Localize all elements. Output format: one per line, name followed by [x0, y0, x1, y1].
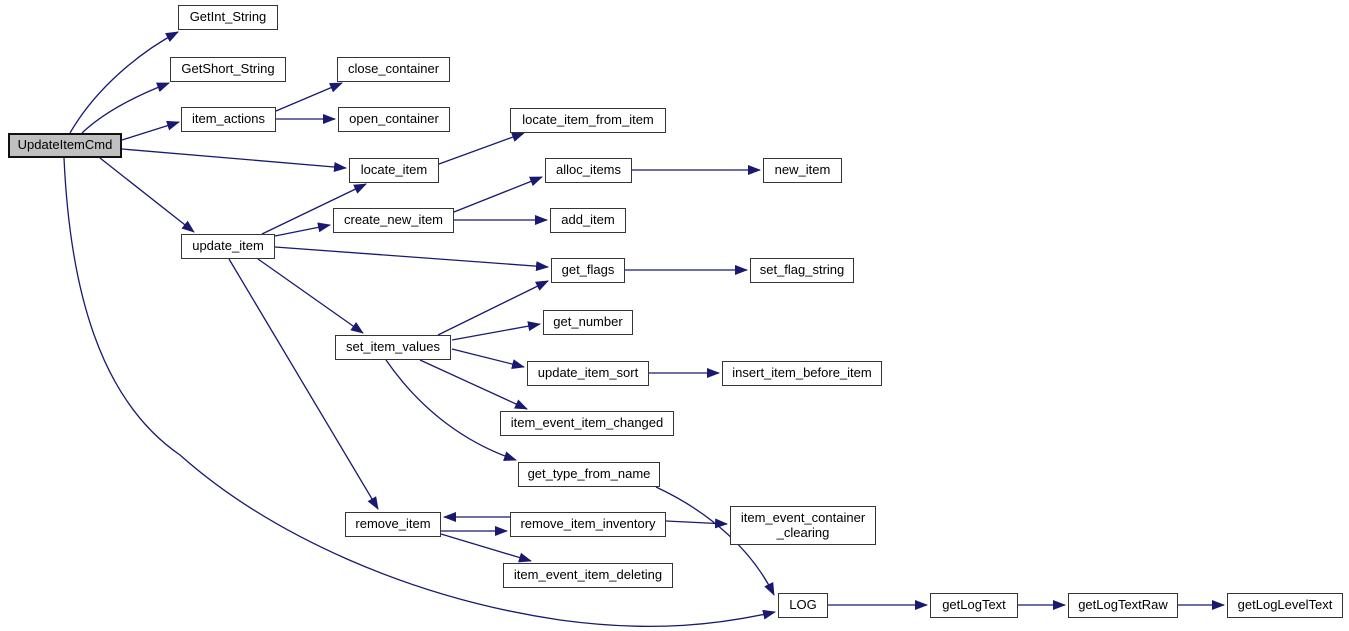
- edge-updateitemcmd-to-log: [63, 157, 776, 628]
- edge-get-type-from-name-to-log: [655, 486, 775, 596]
- edge-updateitemcmd-to-getint-string: [69, 31, 179, 134]
- edge-set-item-values-to-get-type-from-name: [385, 359, 517, 461]
- edge-create-new-item-to-alloc-items: [453, 176, 543, 213]
- node-getshort-string[interactable]: GetShort_String: [170, 57, 286, 82]
- node-remove-item[interactable]: remove_item: [345, 512, 441, 537]
- node-locate-item-from-item[interactable]: locate_item_from_item: [510, 108, 666, 133]
- node-item-event-container-clearing[interactable]: item_event_container _clearing: [730, 506, 876, 545]
- node-locate-item[interactable]: locate_item: [349, 158, 439, 183]
- node-item-actions[interactable]: item_actions: [181, 107, 276, 132]
- node-get-number[interactable]: get_number: [543, 310, 633, 335]
- edge-updateitemcmd-to-item-actions: [121, 120, 180, 141]
- node-alloc-items[interactable]: alloc_items: [545, 158, 632, 183]
- node-getint-string[interactable]: GetInt_String: [178, 5, 278, 30]
- edge-updateitemcmd-to-getshort-string: [81, 82, 170, 134]
- edge-set-item-values-to-item-event-item-changed: [419, 359, 528, 410]
- edge-set-item-values-to-get-number: [451, 321, 541, 341]
- node-remove-item-inventory[interactable]: remove_item_inventory: [510, 512, 666, 537]
- node-item-event-item-changed[interactable]: item_event_item_changed: [500, 411, 674, 436]
- node-updateitemcmd: UpdateItemCmd: [8, 133, 122, 158]
- edge-update-item-to-get-flags: [274, 246, 549, 272]
- node-create-new-item[interactable]: create_new_item: [333, 208, 454, 233]
- edge-set-item-values-to-update-item-sort: [451, 348, 525, 369]
- edge-remove-item-inventory-to-item-event-container-clearing: [665, 518, 728, 529]
- node-log[interactable]: LOG: [778, 593, 828, 618]
- node-getlogtextraw[interactable]: getLogTextRaw: [1068, 593, 1178, 618]
- node-update-item-sort[interactable]: update_item_sort: [527, 361, 649, 386]
- node-getlogtext[interactable]: getLogText: [930, 593, 1018, 618]
- edge-updateitemcmd-to-update-item: [99, 157, 195, 233]
- edge-locate-item-to-locate-item-from-item: [438, 132, 525, 165]
- edge-update-item-to-set-item-values: [257, 258, 364, 334]
- node-get-flags[interactable]: get_flags: [551, 258, 625, 283]
- node-update-item[interactable]: update_item: [181, 234, 275, 259]
- edge-item-actions-to-close-container: [275, 82, 343, 112]
- edge-set-item-values-to-get-flags: [437, 280, 549, 336]
- edge-update-item-to-remove-item: [228, 258, 379, 510]
- node-open-container[interactable]: open_container: [338, 107, 450, 132]
- node-item-event-item-deleting[interactable]: item_event_item_deleting: [503, 563, 673, 588]
- edge-updateitemcmd-to-locate-item: [121, 148, 347, 172]
- node-set-flag-string[interactable]: set_flag_string: [750, 258, 854, 283]
- node-set-item-values[interactable]: set_item_values: [335, 335, 451, 360]
- edge-update-item-to-create-new-item: [274, 222, 331, 237]
- node-new-item[interactable]: new_item: [763, 158, 842, 183]
- node-close-container[interactable]: close_container: [337, 57, 450, 82]
- node-add-item[interactable]: add_item: [550, 208, 626, 233]
- node-getloglelveltext[interactable]: getLogLevelText: [1227, 593, 1343, 618]
- edge-remove-item-to-item-event-item-deleting: [440, 533, 532, 563]
- node-insert-item-before-item[interactable]: insert_item_before_item: [722, 361, 882, 386]
- node-get-type-from-name[interactable]: get_type_from_name: [518, 462, 660, 487]
- edge-update-item-to-locate-item: [261, 183, 367, 235]
